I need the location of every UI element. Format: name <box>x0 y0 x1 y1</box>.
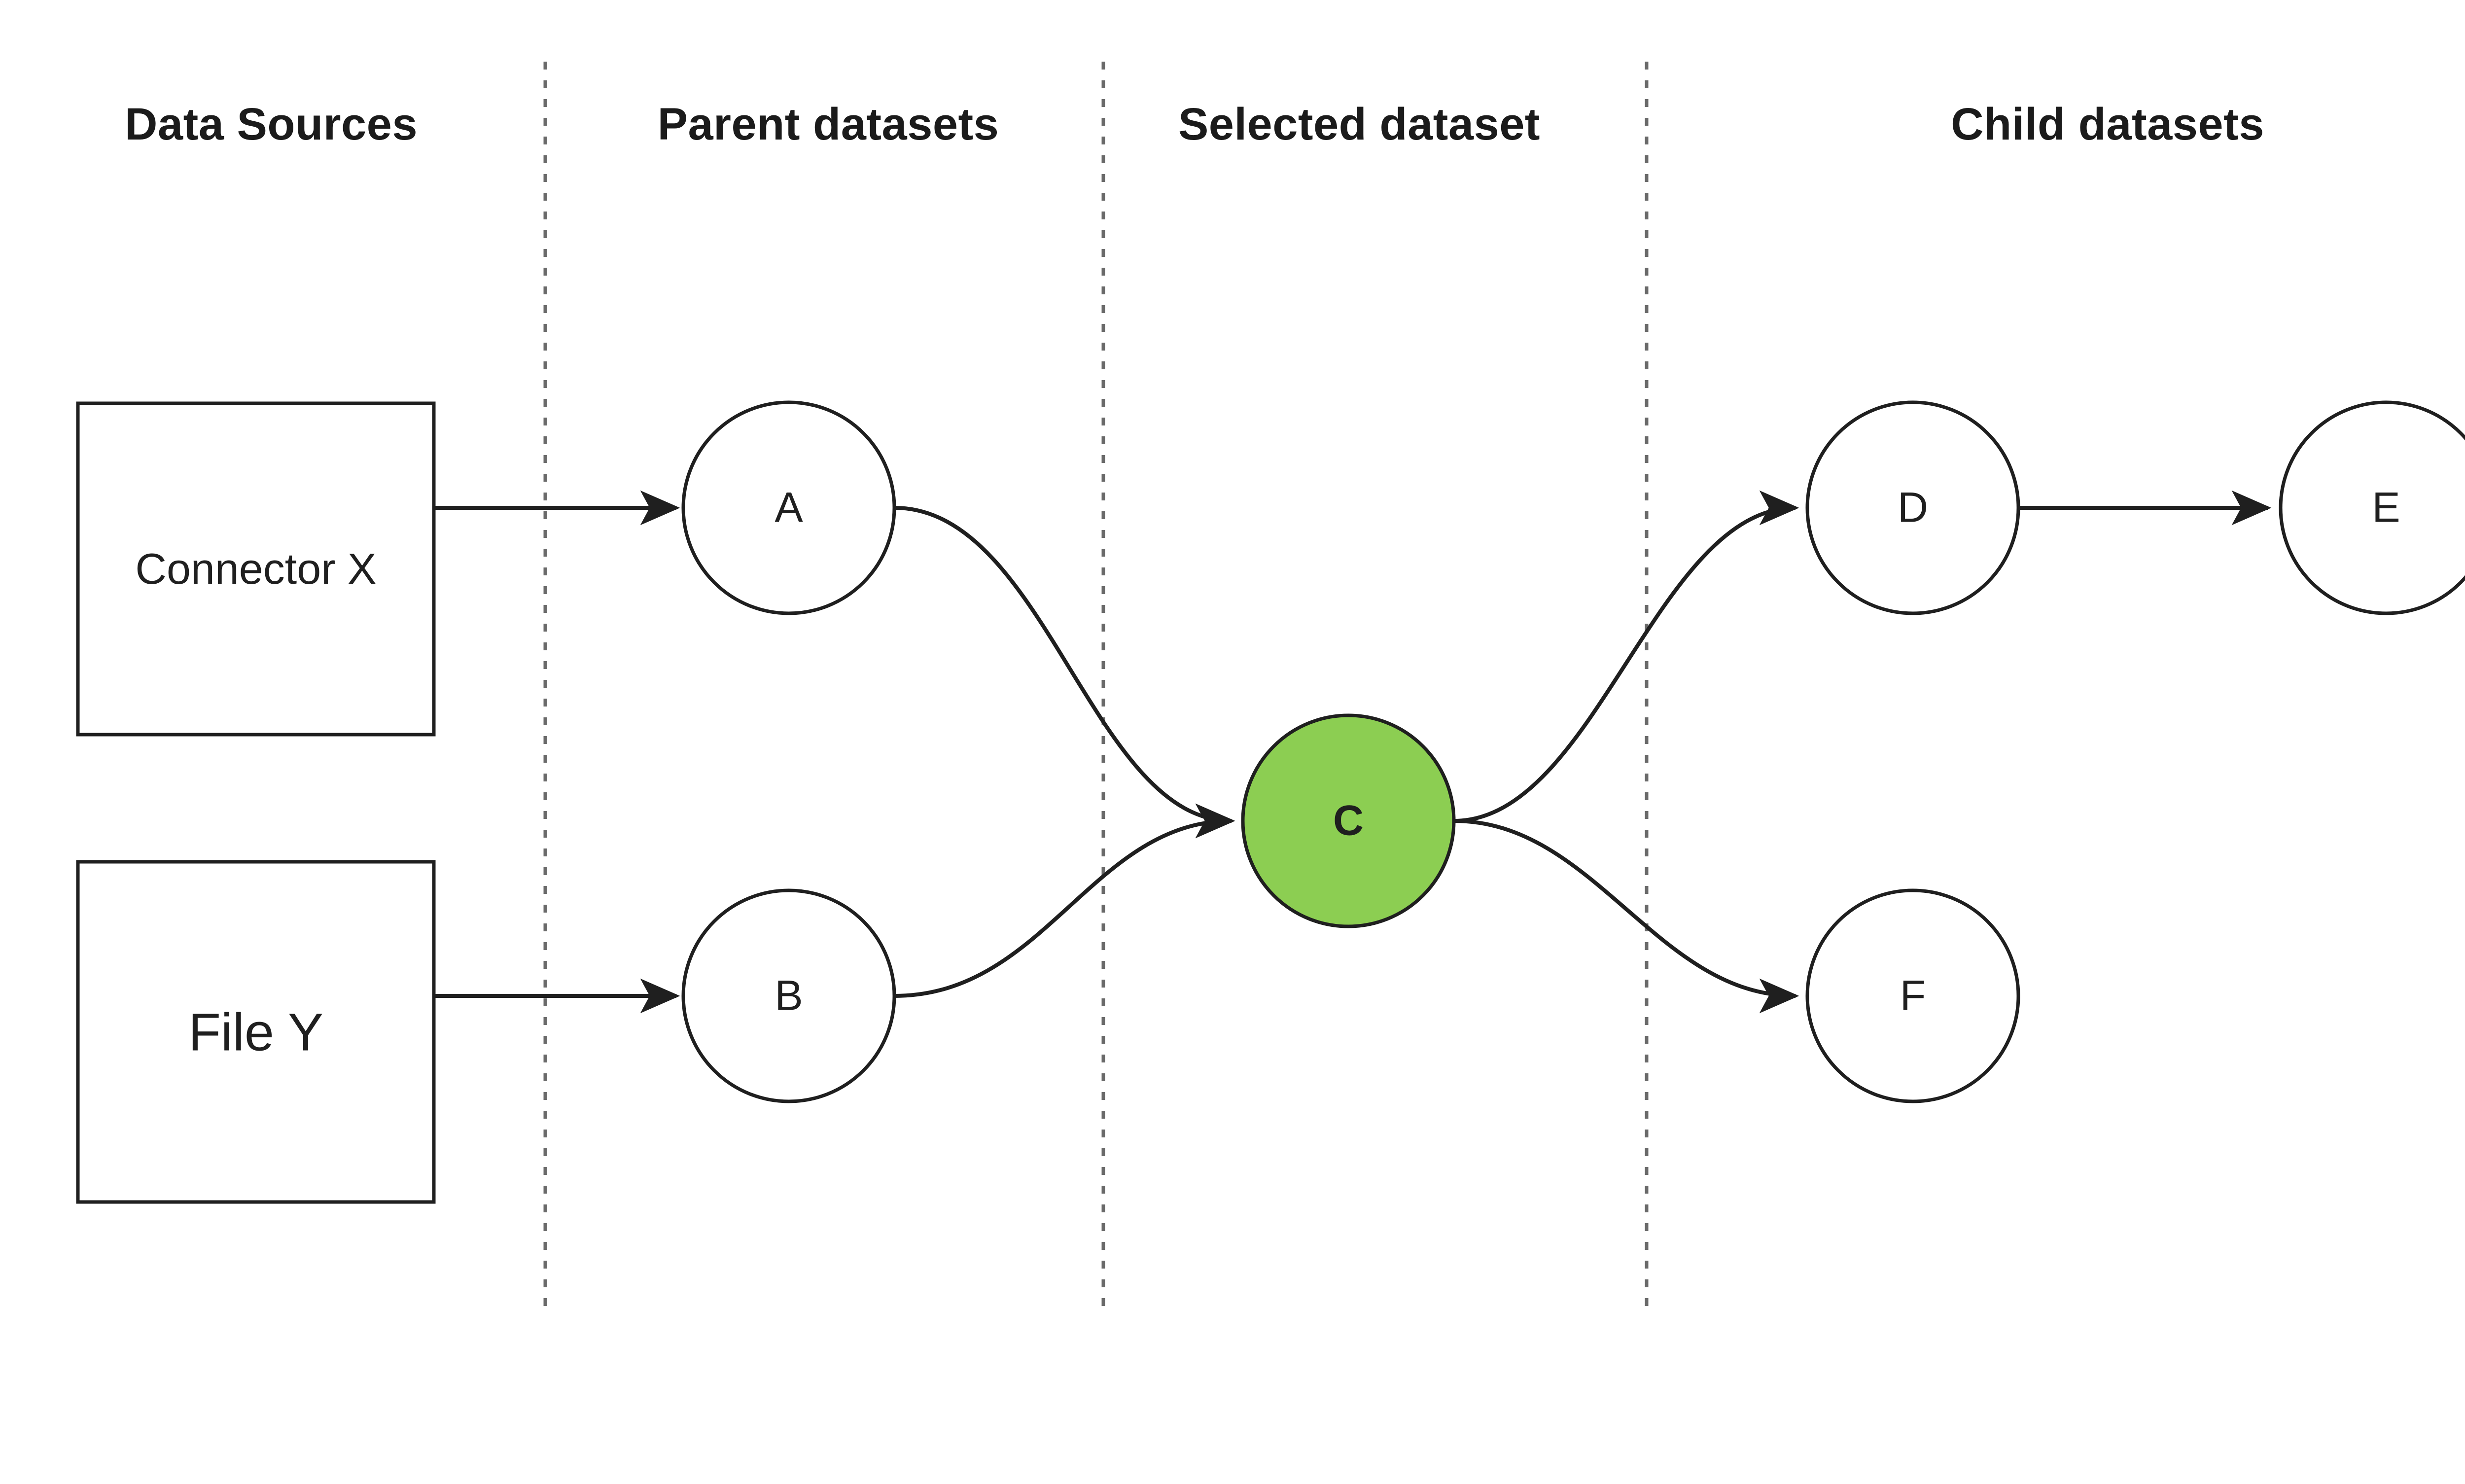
node-connector-x[interactable] <box>76 401 436 737</box>
node-file-y[interactable] <box>76 860 436 1204</box>
node-dataset-e[interactable] <box>2279 400 2465 615</box>
lane-title-parent-datasets: Parent datasets <box>657 99 999 149</box>
node-dataset-f[interactable] <box>1805 888 2020 1103</box>
lane-title-selected-dataset: Selected dataset <box>1178 99 1541 149</box>
edge-a-to-c[interactable] <box>894 506 1235 839</box>
edge-c-to-d[interactable] <box>1453 490 1799 823</box>
node-dataset-c-selected[interactable] <box>1241 713 1456 928</box>
nodes <box>76 400 2465 1204</box>
node-dataset-b[interactable] <box>681 888 896 1103</box>
edges <box>434 490 2272 1014</box>
lane-title-data-sources: Data Sources <box>124 99 418 149</box>
lane-title-child-datasets: Child datasets <box>1951 99 2264 149</box>
edge-b-to-c[interactable] <box>894 803 1235 998</box>
node-dataset-a[interactable] <box>681 400 896 615</box>
lane-dividers <box>543 62 1649 1311</box>
node-dataset-d[interactable] <box>1805 400 2020 615</box>
edge-c-to-f[interactable] <box>1453 819 1799 1014</box>
